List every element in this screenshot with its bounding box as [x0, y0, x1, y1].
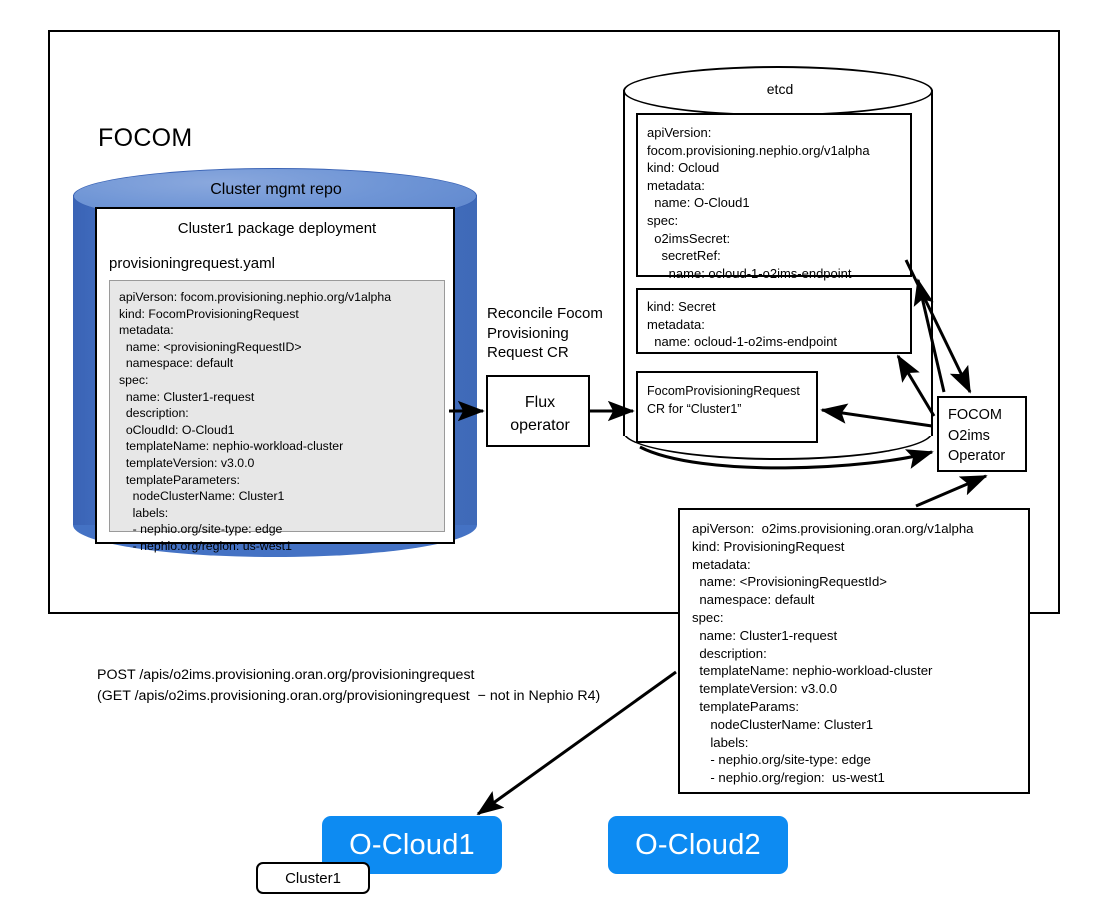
ocloud-cr-text: apiVersion: focom.provisioning.nephio.or… — [647, 125, 870, 281]
focom-title: FOCOM — [98, 124, 193, 152]
secret-cr-text: kind: Secret metadata: name: ocloud-1-o2… — [647, 299, 838, 350]
focom-o2ims-operator-box: FOCOM O2ims Operator — [937, 396, 1027, 472]
api-note-line1: POST /apis/o2ims.provisioning.oran.org/p… — [97, 667, 475, 683]
cluster1-chip: Cluster1 — [256, 862, 370, 894]
api-note: POST /apis/o2ims.provisioning.oran.org/p… — [97, 665, 600, 707]
etcd-label: etcd — [766, 81, 794, 97]
provisioning-request-yaml-text: apiVerson: o2ims.provisioning.oran.org/v… — [692, 521, 974, 786]
cluster1-package-deployment-card: Cluster1 package deployment provisioning… — [95, 207, 455, 553]
ocloud2-label: O-Cloud2 — [635, 828, 761, 861]
ocloud2-node: O-Cloud2 — [608, 816, 788, 874]
focom-provisioning-request-yaml-block: apiVerson: focom.provisioning.nephio.org… — [109, 280, 445, 553]
cluster1-chip-label: Cluster1 — [285, 869, 341, 887]
ocloud-cr-box: apiVersion: focom.provisioning.nephio.or… — [636, 113, 912, 281]
flux-operator-label: Flux operator — [510, 394, 570, 434]
flux-operator-box: Flux operator — [486, 375, 590, 447]
etcd-cylinder-top: etcd — [623, 66, 933, 116]
focom-o2ims-operator-label: FOCOM O2ims Operator — [948, 407, 1006, 464]
focom-provisioning-request-cr-box: FocomProvisioningRequest CR for “Cluster… — [636, 371, 818, 443]
reconcile-focom-provisioning-request-label: Reconcile Focom Provisioning Request CR — [487, 305, 603, 361]
focom-provisioning-request-cr-text: FocomProvisioningRequest CR for “Cluster… — [647, 384, 800, 416]
package-deployment-title: Cluster1 package deployment — [177, 220, 377, 237]
provisioning-request-yaml-box: apiVerson: o2ims.provisioning.oran.org/v… — [678, 508, 1030, 794]
package-file-name: provisioningrequest.yaml — [109, 255, 275, 272]
ocloud1-label: O-Cloud1 — [349, 828, 475, 861]
repo-label: Cluster mgmt repo — [210, 181, 342, 198]
secret-cr-box: kind: Secret metadata: name: ocloud-1-o2… — [636, 288, 912, 354]
focom-provisioning-request-yaml-text: apiVerson: focom.provisioning.nephio.org… — [119, 290, 392, 553]
api-note-line2: (GET /apis/o2ims.provisioning.oran.org/p… — [97, 688, 601, 704]
